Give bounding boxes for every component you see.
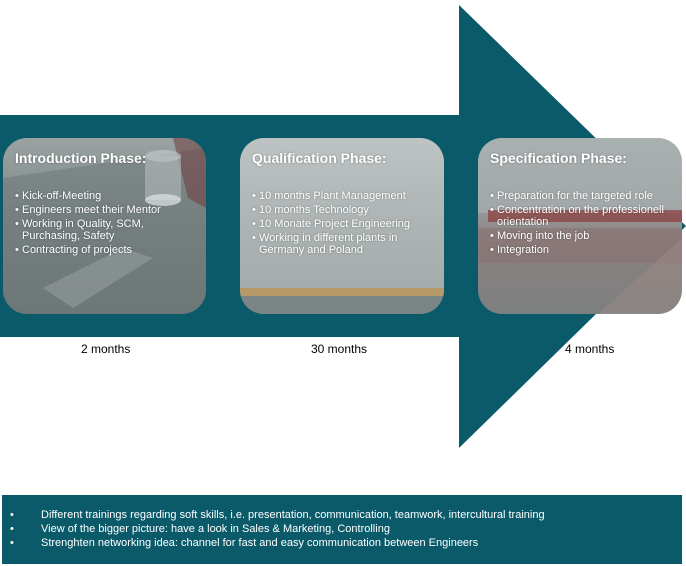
phase-title: Specification Phase: <box>490 150 627 166</box>
list-item: Engineers meet their Mentor <box>15 204 198 216</box>
list-item: Integration <box>490 244 674 256</box>
list-item: Preparation for the targeted role <box>490 190 674 202</box>
duration-label: 30 months <box>311 342 368 356</box>
duration-label: 4 months <box>565 342 615 356</box>
phase-item-list: Kick-off-Meeting Engineers meet their Me… <box>3 190 206 256</box>
list-item: Working in Quality, SCM, Purchasing, Saf… <box>15 218 198 242</box>
specification-phase-card: Specification Phase: Preparation for the… <box>478 138 682 314</box>
list-item: Concentration on the professionell orien… <box>490 204 674 228</box>
qualification-phase-card: Qualification Phase: 10 months Plant Man… <box>240 138 444 314</box>
list-item: 10 months Technology <box>252 204 436 216</box>
footer-box: Different trainings regarding soft skill… <box>2 495 682 564</box>
list-item: Contracting of projects <box>15 244 198 256</box>
footer-list: Different trainings regarding soft skill… <box>2 495 682 550</box>
list-item: 10 Monate Project Engineering <box>252 218 436 230</box>
list-item: Strenghten networking idea: channel for … <box>2 536 682 550</box>
phase-item-list: 10 months Plant Management 10 months Tec… <box>240 190 444 256</box>
phase-title: Introduction Phase: <box>15 150 147 166</box>
list-item: Kick-off-Meeting <box>15 190 198 202</box>
introduction-phase-card: Introduction Phase: Kick-off-Meeting Eng… <box>3 138 206 314</box>
list-item: 10 months Plant Management <box>252 190 436 202</box>
list-item: View of the bigger picture: have a look … <box>2 522 682 536</box>
list-item: Different trainings regarding soft skill… <box>2 508 682 522</box>
phase-title: Qualification Phase: <box>252 150 387 166</box>
list-item: Moving into the job <box>490 230 674 242</box>
list-item: Working in different plants in Germany a… <box>252 232 436 256</box>
phase-item-list: Preparation for the targeted role Concen… <box>478 190 682 256</box>
duration-label: 2 months <box>81 342 131 356</box>
